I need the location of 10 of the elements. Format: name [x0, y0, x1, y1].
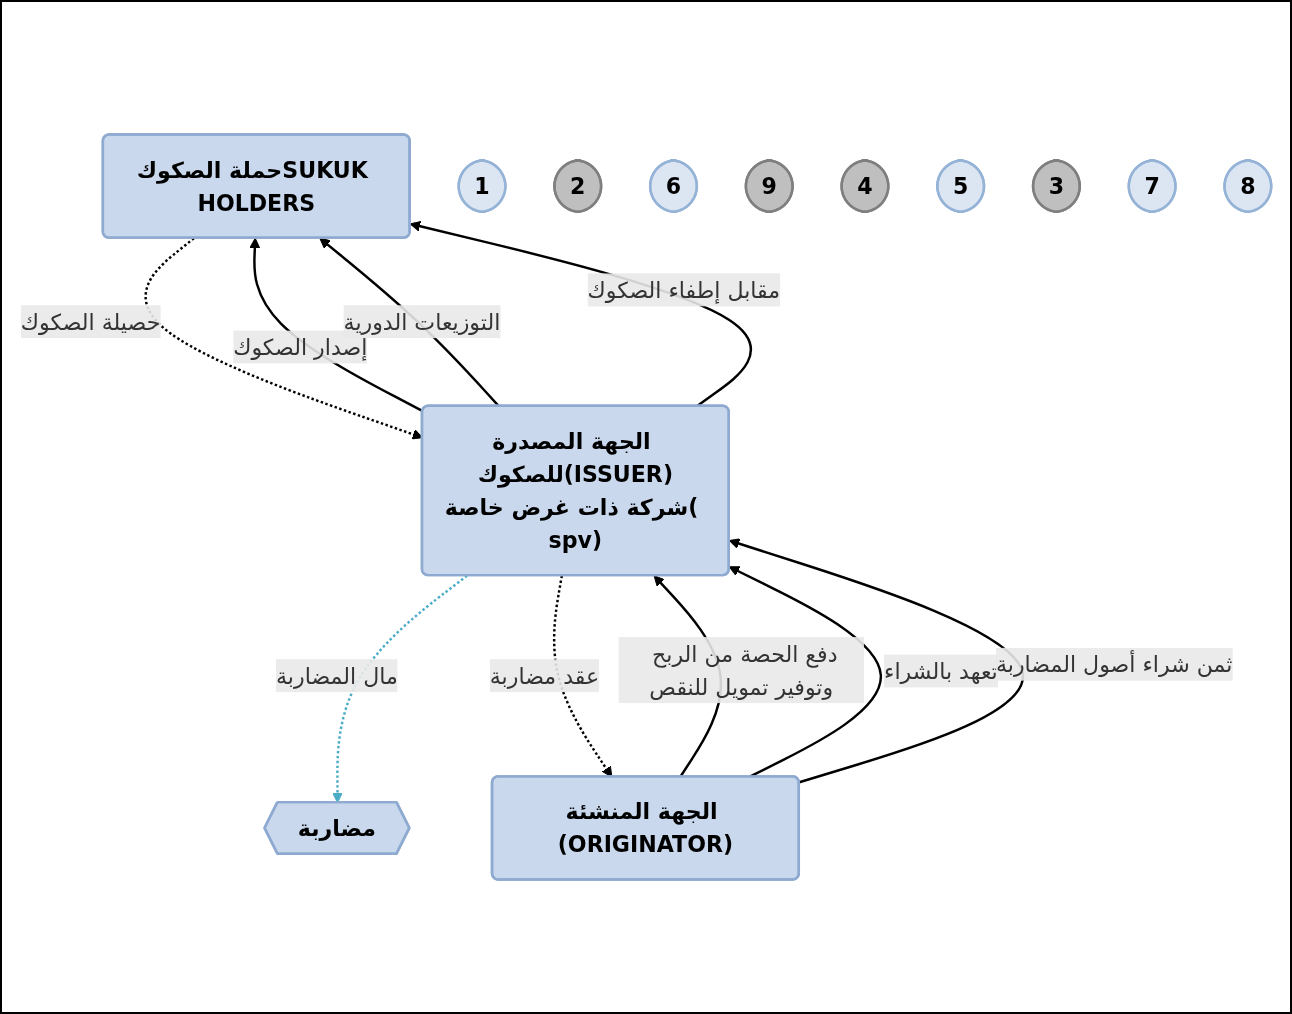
edge-label: مال المضاربة — [276, 662, 398, 689]
arrow — [728, 538, 1024, 784]
edge-label: عقد مضاربة — [489, 662, 600, 689]
edge-label: التوزيعات الدورية — [343, 308, 501, 335]
edge-label: مقابل إطفاء الصكوك — [587, 277, 781, 303]
edge-label: إصدار الصكوك — [233, 334, 368, 360]
edge-label: دفع الحصة من الربح وتوفير تمويل للنقص — [649, 640, 838, 700]
edge-label: حصيلة الصكوك — [20, 308, 161, 335]
edge-label: ثمن شراء أصول المضاربة — [995, 651, 1233, 678]
edge-label: تعهد بالشراء — [884, 658, 998, 684]
